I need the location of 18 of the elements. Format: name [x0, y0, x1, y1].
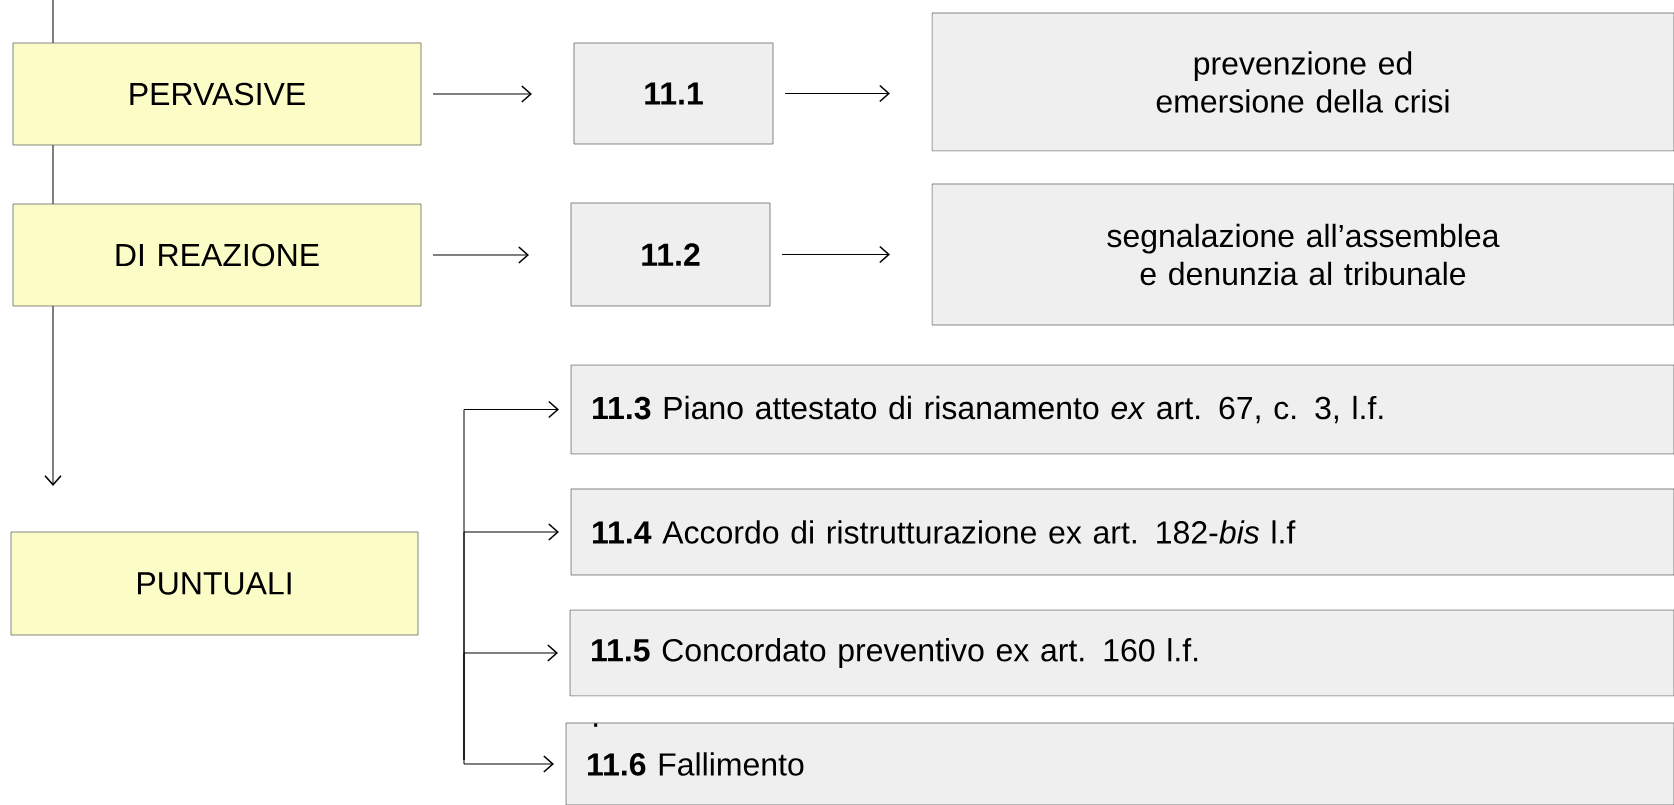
arrow	[463, 755, 554, 773]
arrow	[44, 305, 62, 486]
arrow	[784, 84, 890, 103]
description-box: prevenzione ed emersione della crisi	[931, 12, 1674, 152]
section-number-box: 11.1	[573, 42, 774, 145]
category-box: DI REAZIONE	[12, 203, 422, 307]
category-box: PERVASIVE	[12, 42, 422, 146]
category-box: PUNTUALI	[10, 531, 419, 636]
arrow	[432, 246, 529, 264]
section-number-box: 11.2	[570, 202, 771, 307]
note-mark: .	[594, 723, 598, 727]
procedure-box: 11.3 Piano attestato di risanamento ex art. 67, c. 3, l.f.	[570, 364, 1674, 455]
procedure-box: 11.5 Concordato preventivo ex art. 160 l.f.	[569, 609, 1674, 697]
arrow	[432, 85, 532, 103]
description-box: segnalazione all’assemblea e denunzia al tribunale	[931, 183, 1674, 326]
arrow	[781, 245, 890, 264]
procedure-box: 11.4 Accordo di ristrutturazione ex art. 182-bis l.f	[570, 488, 1674, 576]
arrow	[463, 644, 558, 761]
